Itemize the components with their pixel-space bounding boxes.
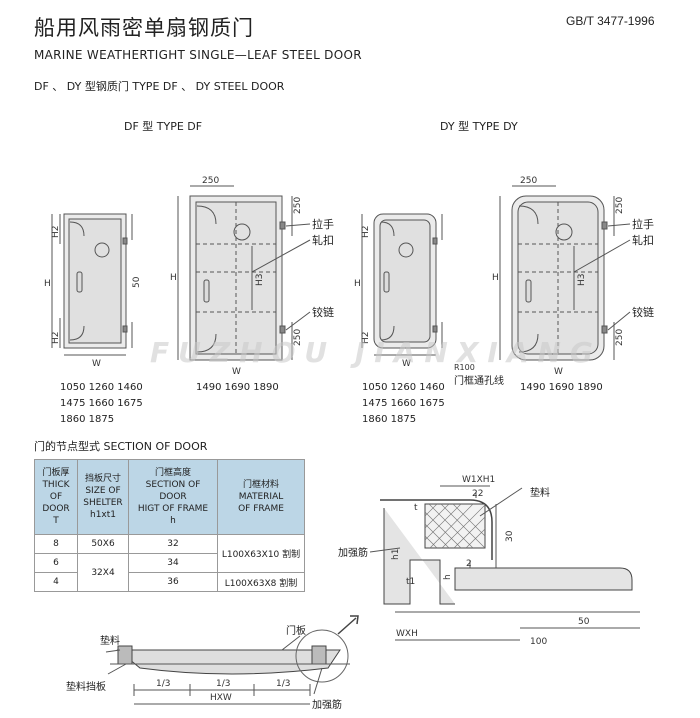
sizes-dy-small: 1050 1260 1460 1475 1660 1675 1860 1875 [362,382,445,425]
table-row: 8 50X6 32 L100X63X10 割制 [34,534,305,573]
dim-third-1: 1/3 [156,679,170,689]
dim-t1: t1 [406,577,415,587]
dim-third-2: 1/3 [216,679,230,689]
dim-h: h [443,574,453,580]
dim-h3-df: H3 [255,274,265,287]
dim-250-df-right: 250 [293,197,303,214]
dim-250-dy: 250 [520,176,537,186]
dim-h1: h1 [391,549,401,560]
callout-hinge-df: 铰链 [312,305,334,319]
label-gasket-stop: 垫料挡板 [66,680,106,693]
dim-w-df: W [92,359,101,369]
dim-22: 22 [472,489,483,499]
dim-h2-dy-bot: H2 [361,332,371,345]
sizes-df-small: 1050 1260 1460 1475 1660 1675 1860 1875 [60,382,143,425]
sizes-df-large: 1490 1690 1890 [196,382,279,393]
dim-hxw: HXW [210,693,232,703]
title-en: MARINE WEATHERTIGHT SINGLE—LEAF STEEL DO… [34,48,362,62]
dim-w-dy: W [402,359,411,369]
dim-h-dy-large: H [492,273,499,283]
label-stiffener-detail: 加强筋 [338,546,368,559]
dim-w1xh1: W1XH1 [462,475,495,485]
callout-clamp-df: 轧扣 [312,233,334,247]
standard-number: GB/T 3477-1996 [566,14,655,28]
dim-h-dy: H [354,279,361,289]
dim-t: t [414,503,418,513]
title-cn: 船用风雨密单扇钢质门 [34,16,254,40]
callout-hinge-dy: 铰链 [632,305,654,319]
dim-h3-dy: H3 [577,274,587,287]
label-door-plate: 门板 [286,624,306,637]
dim-third-3: 1/3 [276,679,290,689]
dim-2: 2 [466,559,472,569]
label-gasket-bottom: 垫料 [100,634,120,647]
table-row: 6 32X4 34 [34,553,305,592]
dim-50b: 50 [578,617,590,627]
dim-h2-df-bot: H2 [51,332,61,345]
dim-250-dy-right-bot: 250 [615,329,625,346]
callout-handle-dy: 拉手 [632,217,654,231]
callout-handle-df: 拉手 [312,217,334,231]
callout-frame-line: 门框通孔线 [454,374,504,387]
dim-250-df-right-bot: 250 [293,329,303,346]
sizes-dy-large: 1490 1690 1890 [520,382,603,393]
type-df-label: DF 型 TYPE DF [124,120,203,133]
subtitle: DF 、 DY 型钢质门 TYPE DF 、 DY STEEL DOOR [34,80,285,93]
dim-h2-df-top: H2 [51,226,61,239]
dim-250-dy-right: 250 [615,197,625,214]
dim-w-df-large: W [232,367,241,377]
dim-w-dy-large: W [554,367,563,377]
dim-r100: R100 [454,363,475,372]
dim-100: 100 [530,637,547,647]
label-stiffener-bottom: 加强筋 [312,698,342,711]
callout-clamp-dy: 轧扣 [632,233,654,247]
dim-30: 30 [505,530,515,542]
dim-h2-dy-top: H2 [361,226,371,239]
dim-wxh: WXH [396,629,418,639]
dim-h-df: H [44,279,51,289]
dim-h-df-large: H [170,273,177,283]
dim-50-df: 50 [132,276,142,288]
section-title: 门的节点型式 SECTION OF DOOR [34,440,208,453]
table-row: 4 36 L100X63X8 割制 [34,572,305,592]
watermark: FUZHOU JIANXIANG [150,336,602,369]
label-gasket-detail: 垫料 [530,486,550,499]
dim-250-df: 250 [202,176,219,186]
type-dy-label: DY 型 TYPE DY [440,120,518,133]
